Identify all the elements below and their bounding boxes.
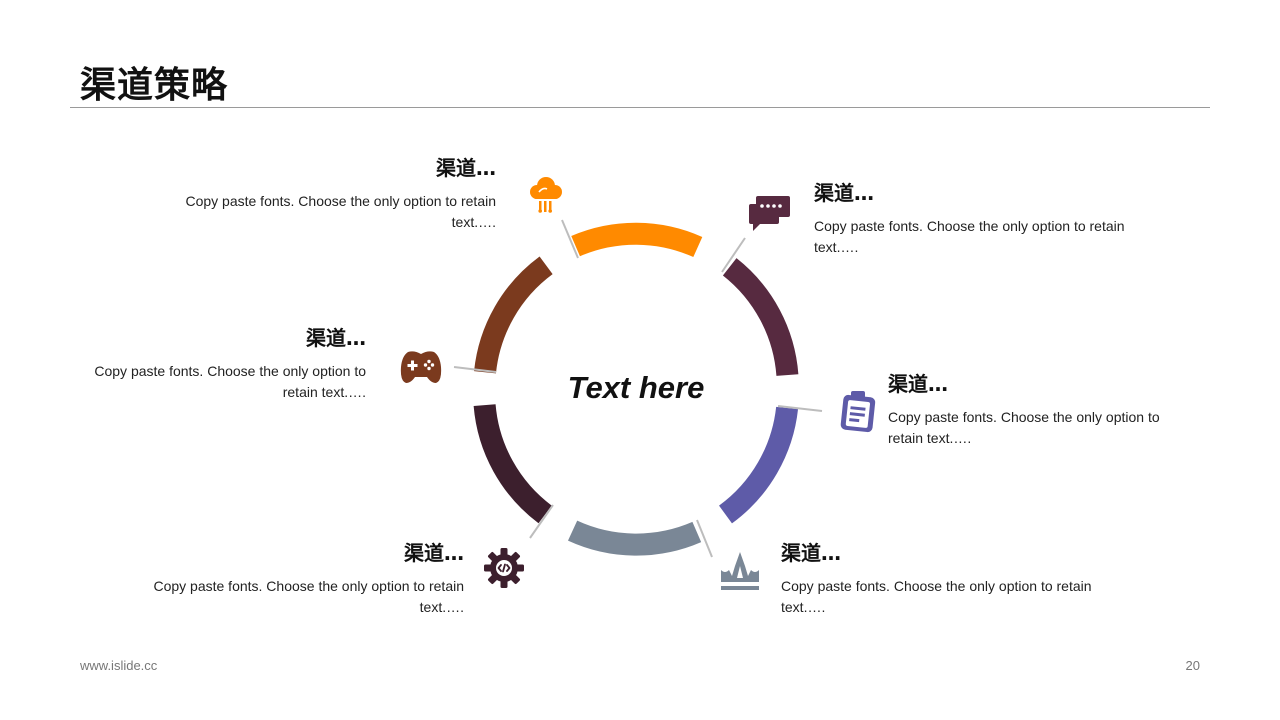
channel-description: Copy paste fonts. Choose the only option… [185,193,496,230]
ring-segment-2 [722,258,799,377]
ring-segment-5 [473,403,552,524]
ring-segment-1 [571,222,703,258]
connector-4 [696,519,713,558]
crown-icon [721,552,759,590]
code-gear-icon [484,548,524,588]
clipboard-icon [840,391,876,433]
channel-block-6: 渠道… Copy paste fonts. Choose the only op… [66,322,366,403]
channel-description: Copy paste fonts. Choose the only option… [94,363,366,400]
channel-block-1: 渠道… Copy paste fonts. Choose the only op… [166,152,496,233]
channel-heading: 渠道… [306,326,366,350]
channel-block-3: 渠道… Copy paste fonts. Choose the only op… [888,368,1188,449]
ring-segment-4 [567,520,702,556]
channel-block-2: 渠道… Copy paste fonts. Choose the only op… [814,177,1154,258]
title-divider [70,107,1210,108]
connector-5 [529,504,554,539]
connector-6 [453,366,497,373]
channel-heading: 渠道… [814,181,874,205]
channel-description: Copy paste fonts. Choose the only option… [814,218,1125,255]
channel-description: Copy paste fonts. Choose the only option… [153,578,464,615]
cloud-icon [530,177,562,213]
ring-segment-3 [718,406,799,524]
connector-2 [721,237,746,273]
channel-heading: 渠道… [888,372,948,396]
channel-heading: 渠道… [404,541,464,565]
gamepad-icon [400,351,442,383]
ring-segment-6 [474,256,553,374]
connector-3 [777,405,823,412]
channel-block-5: 渠道… Copy paste fonts. Choose the only op… [134,537,464,618]
page-title: 渠道策略 [80,65,229,106]
center-label: Text here [567,370,705,405]
footer-website: www.islide.cc [80,658,158,673]
chat-bubble-icon [749,196,790,231]
channel-description: Copy paste fonts. Choose the only option… [888,409,1160,446]
connector-1 [561,219,579,259]
channel-description: Copy paste fonts. Choose the only option… [781,578,1092,615]
page-number: 20 [1185,658,1200,673]
channel-heading: 渠道… [436,156,496,180]
channel-heading: 渠道… [781,541,841,565]
channel-block-4: 渠道… Copy paste fonts. Choose the only op… [781,537,1121,618]
